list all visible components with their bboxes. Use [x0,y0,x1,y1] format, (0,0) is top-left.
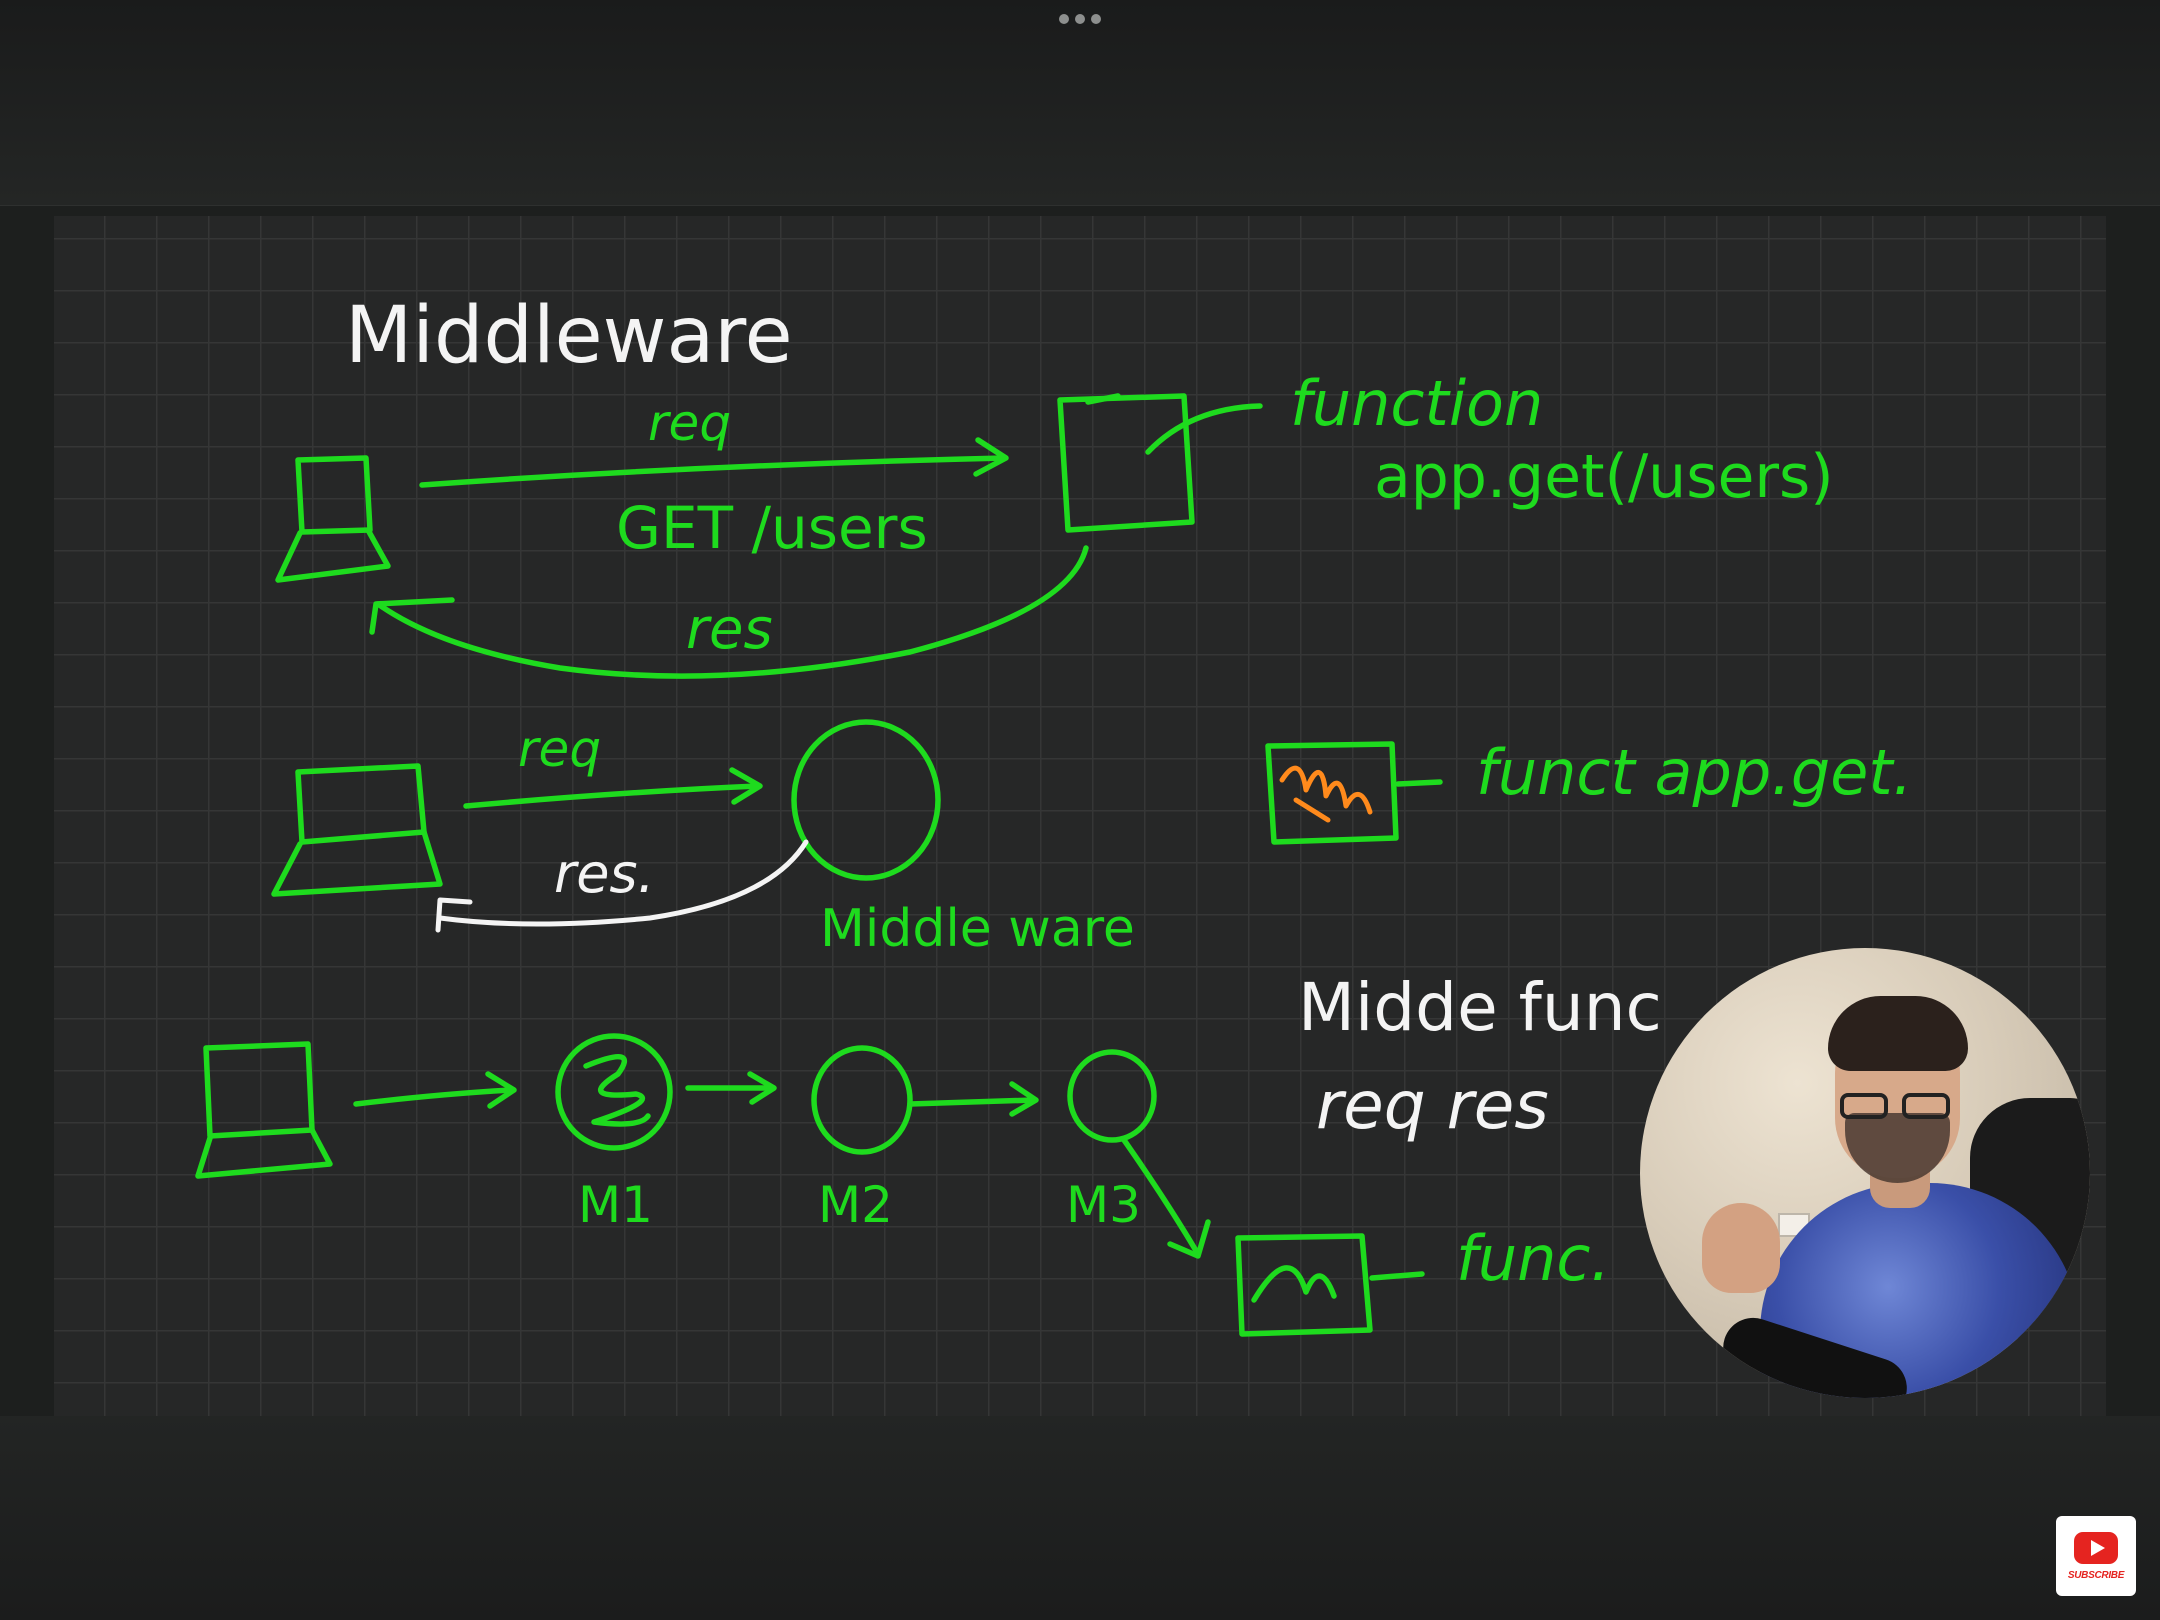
note-line-1: Midde func [1298,969,1662,1046]
bottom-bar [0,1416,2160,1620]
subscribe-label: SUBSCRIBE [2067,1569,2125,1581]
m3-circle [1067,1049,1157,1143]
arrow-laptop-to-m1 [353,1087,515,1107]
youtube-play-icon [2074,1531,2118,1564]
middleware-circle [791,719,941,881]
request-label-1: req [648,394,731,452]
response-arrow-1 [375,545,1089,679]
server-box [1057,393,1195,533]
request-arrow-1 [419,455,1008,488]
m3-label: M3 [1066,1176,1141,1234]
handler-box-2 [1265,741,1399,845]
arrow-m2-to-m3 [907,1097,1037,1107]
request-arrow-2 [463,783,761,809]
route-label: GET /users [616,494,928,562]
connector-line-1 [1145,403,1263,455]
middleware-label: Middle ware [820,899,1135,959]
response-arrow-2 [437,839,809,927]
laptop-icon-1 [275,455,391,583]
handler-label-1: function [1290,367,1543,440]
m2-label: M2 [818,1176,893,1234]
more-options-icon[interactable] [1056,12,1104,26]
laptop-icon-2 [271,763,443,897]
subscribe-button[interactable]: SUBSCRIBE [2056,1516,2136,1596]
connector-line-3 [1369,1271,1425,1281]
top-bar [0,0,2160,206]
m1-circle [555,1033,673,1151]
m2-circle [811,1045,913,1155]
m1-label: M1 [578,1176,653,1234]
response-label-2: res. [554,842,655,905]
presenter-webcam [1640,948,2090,1398]
note-line-2: req res [1316,1067,1549,1144]
request-label-2: req [518,720,601,778]
connector-line-2 [1395,779,1443,787]
handler-label-2: funct app.get. [1476,736,1912,809]
response-label-1: res [686,597,773,662]
handler-box-3 [1235,1233,1373,1337]
title-text: Middleware [345,291,793,381]
arrow-m3-to-handler [1121,1137,1201,1257]
handler-code-1: app.get(/users) [1374,442,1834,512]
handler-label-3: func. [1456,1222,1610,1295]
laptop-icon-3 [195,1041,333,1179]
